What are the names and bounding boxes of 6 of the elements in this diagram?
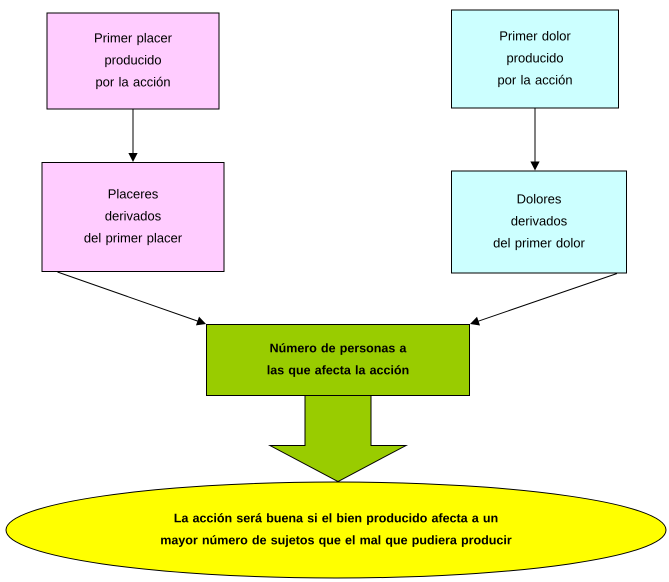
process-box: Dolores derivados del primer dolor (451, 170, 627, 274)
process-box: Placeres derivados del primer placer (42, 162, 224, 272)
process-box: Primer dolor producido por la acción (451, 10, 619, 108)
process-box: Número de personas a las que afecta la acción (206, 324, 470, 396)
process-box: Primer placer producido por la acción (46, 12, 220, 110)
block-arrow (268, 396, 408, 482)
